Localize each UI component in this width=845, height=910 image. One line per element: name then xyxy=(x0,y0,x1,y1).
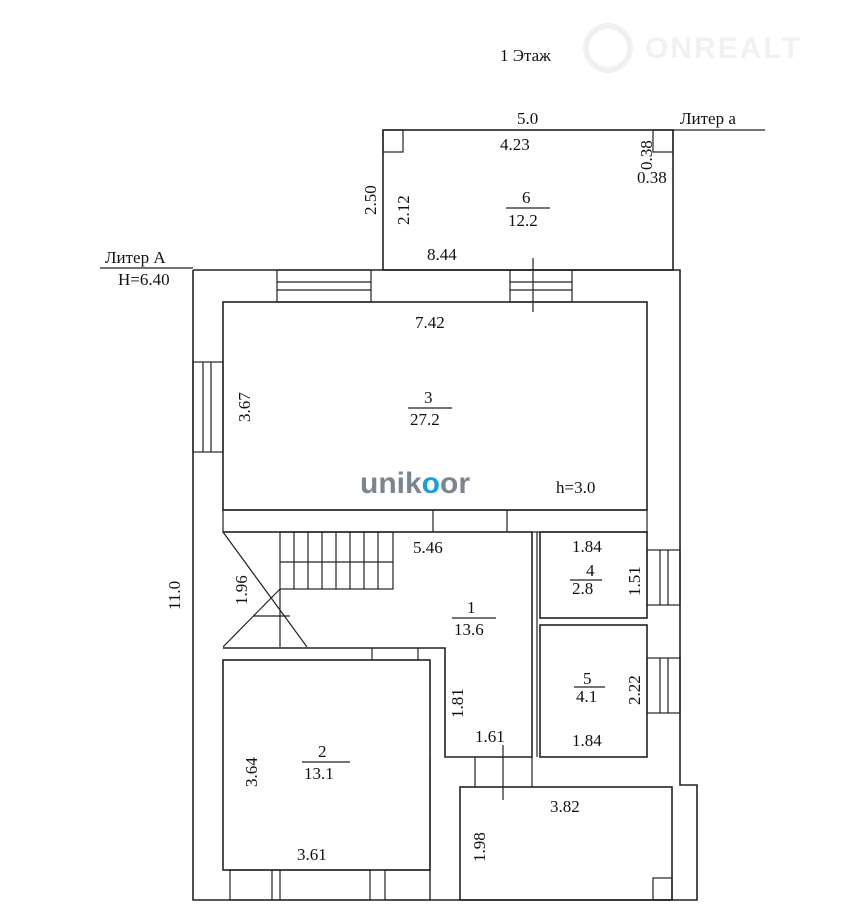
room-7: 3.82 1.98 xyxy=(429,757,673,901)
room-4-number: 4 xyxy=(586,561,595,580)
room-2-area: 13.1 xyxy=(304,764,334,783)
dim-stair: 1.96 xyxy=(232,575,251,605)
staircase xyxy=(222,531,394,648)
dim-r5-height: 2.22 xyxy=(625,675,644,705)
room-1: 1.96 5.46 1 13.6 1.81 1.61 xyxy=(222,531,538,800)
watermark-house-icon xyxy=(583,23,633,73)
room-5-area: 4.1 xyxy=(576,687,597,706)
watermark-text: ONREALT xyxy=(645,32,802,65)
room-6-area: 12.2 xyxy=(508,211,538,230)
main-walls: Литер А H=6.40 11.0 xyxy=(100,248,698,901)
room-3-area: 27.2 xyxy=(410,410,440,429)
room-5: 5 4.1 2.22 1.84 xyxy=(539,624,648,758)
dim-r4-height: 1.51 xyxy=(625,566,644,596)
room-2: 3.64 2 13.1 3.61 xyxy=(222,648,431,871)
dim-annex-inner-h: 2.12 xyxy=(394,195,413,225)
room-3: 7.42 3.67 3 27.2 h=3.0 unikoor xyxy=(222,301,648,533)
ceiling-height: h=3.0 xyxy=(556,478,595,497)
dim-r3-width: 7.42 xyxy=(415,313,445,332)
room-3-number: 3 xyxy=(424,388,433,407)
dim-r7-width: 3.82 xyxy=(550,797,580,816)
dim-r7-height: 1.98 xyxy=(470,832,489,862)
dim-annex-inner: 4.23 xyxy=(500,135,530,154)
liter-annex-label: Литер а xyxy=(680,109,736,128)
floor-title: 1 Этаж xyxy=(500,46,551,65)
dim-r4-width: 1.84 xyxy=(572,537,602,556)
room-1-number: 1 xyxy=(467,598,476,617)
dim-annex-base: 8.44 xyxy=(427,245,457,264)
dim-annex-outer-h: 2.50 xyxy=(361,185,380,215)
dim-r1-bottom: 1.61 xyxy=(475,727,505,746)
dim-annex-outer: 5.0 xyxy=(517,109,538,128)
dim-r2-height: 3.64 xyxy=(242,757,261,787)
unikoor-logo: unikoor xyxy=(360,467,470,500)
liter-main-height: H=6.40 xyxy=(118,270,170,289)
dim-corner-a: 0.38 xyxy=(637,140,656,170)
dim-r2-width: 3.61 xyxy=(297,845,327,864)
room-4: 1.84 4 2.8 1.51 xyxy=(539,531,648,619)
room-5-number: 5 xyxy=(583,669,592,688)
room-6-number: 6 xyxy=(522,188,531,207)
annex: Литер а 5.0 4.23 0.38 0.38 2.50 2.12 8.4… xyxy=(361,109,765,271)
dim-overall-height: 11.0 xyxy=(165,581,184,610)
room-1-area: 13.6 xyxy=(454,620,484,639)
watermark: ONREALT xyxy=(583,23,802,73)
dim-r1-width: 5.46 xyxy=(413,538,443,557)
dim-r3-height: 3.67 xyxy=(235,392,254,422)
room-4-area: 2.8 xyxy=(572,579,593,598)
liter-main-label: Литер А xyxy=(105,248,166,267)
dim-corner-b: 0.38 xyxy=(637,168,667,187)
room-2-number: 2 xyxy=(318,742,327,761)
dim-r5-width: 1.84 xyxy=(572,731,602,750)
dim-r1-side: 1.81 xyxy=(448,688,467,718)
